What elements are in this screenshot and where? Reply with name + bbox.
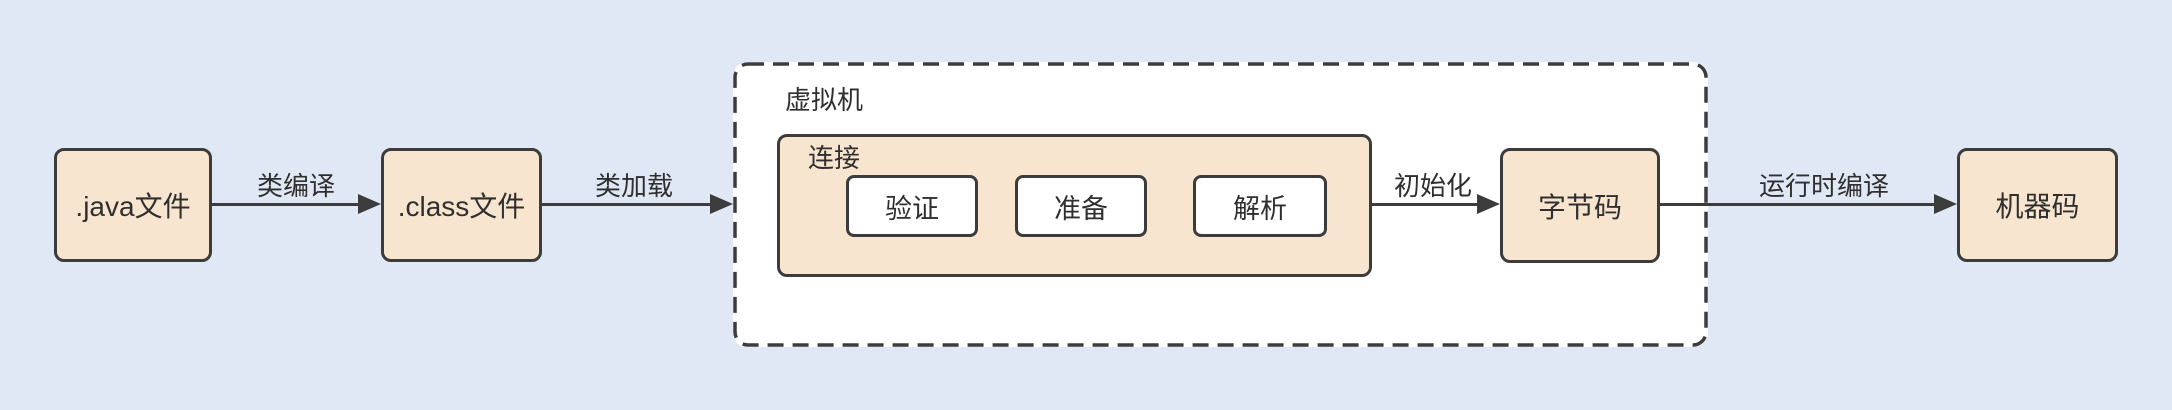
verify-label: 验证 <box>885 193 939 224</box>
verify-node: 验证 <box>846 175 978 237</box>
vm-label: 虚拟机 <box>785 85 864 115</box>
dashed-border-icon <box>733 62 1708 347</box>
linking-label: 连接 <box>808 143 861 173</box>
resolve-label: 解析 <box>1233 193 1287 224</box>
bytecode-node: 字节码 <box>1500 148 1660 263</box>
java-file-label: .java文件 <box>75 191 191 222</box>
edge-compile-line <box>212 203 358 206</box>
prepare-node: 准备 <box>1015 175 1147 237</box>
edge-runtime-compile-line <box>1660 203 1934 206</box>
bytecode-label: 字节码 <box>1537 191 1622 223</box>
edge-compile-label: 类编译 <box>256 171 336 201</box>
edge-runtime-compile-label: 运行时编译 <box>1758 171 1890 201</box>
resolve-node: 解析 <box>1193 175 1327 237</box>
class-file-node: .class文件 <box>381 148 542 262</box>
arrowhead-icon <box>1477 194 1500 214</box>
edge-initialize-line <box>1372 203 1477 206</box>
java-file-node: .java文件 <box>54 148 212 262</box>
arrowhead-icon <box>358 194 381 214</box>
arrowhead-icon <box>710 194 733 214</box>
machine-code-label: 机器码 <box>1995 191 2080 222</box>
class-file-label: .class文件 <box>397 191 526 222</box>
prepare-label: 准备 <box>1054 193 1108 224</box>
edge-initialize-label: 初始化 <box>1393 171 1473 201</box>
machine-code-node: 机器码 <box>1957 148 2118 262</box>
edge-load-label: 类加载 <box>594 171 674 201</box>
edge-load-line <box>542 203 710 206</box>
arrowhead-icon <box>1934 194 1957 214</box>
